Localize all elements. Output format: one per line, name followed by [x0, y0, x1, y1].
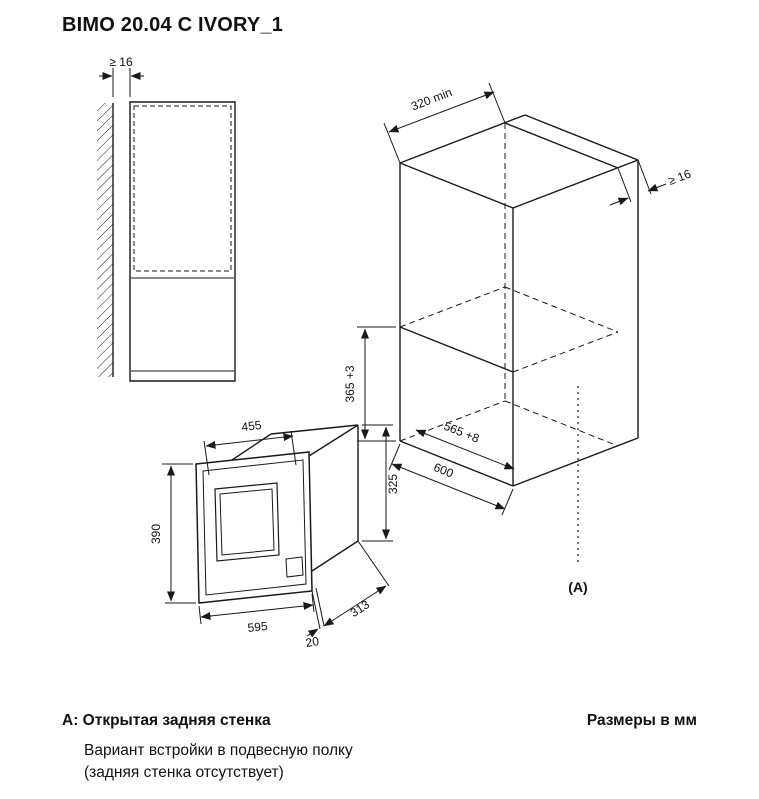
footer-note-heading: Открытая задняя стенка: [82, 712, 271, 729]
label-wall-gap: ≥ 16: [109, 55, 133, 69]
cabinet-side-outline: [129, 101, 236, 382]
footer-note-label: A:: [62, 712, 79, 729]
wall-hatch: [97, 103, 114, 377]
microwave-door: [195, 451, 313, 604]
cabinet-isometric: 320 min ≥ 16 365 +3 565 +8: [343, 82, 693, 595]
label-niche-height: 365 +3: [343, 365, 357, 402]
cabinet-solid-edges: [399, 114, 639, 487]
dim-protrusion: 20: [305, 587, 325, 650]
footer-note-line1: Вариант встройки в подвесную полку: [84, 742, 353, 759]
gap-dimension: ≥ 16: [99, 55, 144, 97]
label-rear-gap: ≥ 16: [666, 166, 693, 188]
door-window: [214, 482, 280, 562]
footer-note-title: A: Открытая задняя стенка: [62, 712, 271, 730]
label-cabinet-width: 600: [432, 460, 456, 481]
microwave-side-dashed: [133, 105, 232, 272]
label-body-width: 455: [241, 418, 263, 434]
label-body-height: 325: [386, 474, 400, 494]
label-front-width: 595: [247, 619, 269, 635]
dim-depth-min: 320 min: [383, 82, 506, 164]
microwave-body-edges: [231, 424, 359, 572]
label-depth-min: 320 min: [409, 85, 454, 113]
footer-note-line2: (задняя стенка отсутствует): [84, 764, 284, 781]
door-control: [285, 556, 304, 578]
dim-rear-gap: ≥ 16: [609, 159, 693, 206]
microwave-isometric: 455 390 325 595: [149, 418, 400, 650]
dim-cabinet-width: 600: [388, 443, 514, 516]
footer-units: Размеры в мм: [586, 712, 697, 729]
dim-niche-height: 365 +3: [343, 326, 396, 442]
dim-front-width: 595: [198, 593, 315, 635]
label-body-depth: 313: [348, 597, 373, 620]
open-back-label: (A): [568, 386, 588, 595]
dim-front-height: 390: [149, 463, 196, 604]
label-a: (A): [568, 579, 587, 595]
label-protrusion: 20: [305, 634, 321, 650]
page-title: BIMO 20.04 C IVORY_1: [62, 14, 284, 36]
side-view: ≥ 16: [97, 55, 236, 382]
label-niche-width: 565 +8: [442, 419, 482, 446]
cabinet-hidden-edges: [399, 123, 619, 447]
dim-body-height: 325: [362, 424, 400, 542]
dim-body-depth: 313: [323, 540, 390, 627]
dim-niche-width: 565 +8: [415, 419, 515, 470]
dim-body-width: 455: [203, 418, 297, 476]
label-front-height: 390: [149, 524, 163, 544]
